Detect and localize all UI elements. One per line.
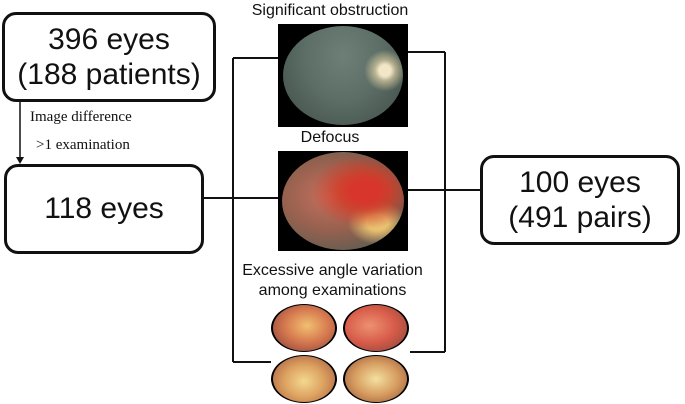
filter-note-examinations: >1 examination (36, 137, 130, 153)
initial-cohort-patients: (188 patients) (17, 58, 201, 91)
obstruction-fundus-image (278, 24, 408, 127)
defocus-fundus-image (278, 151, 408, 251)
initial-cohort-eyes: 396 eyes (48, 22, 170, 56)
down-arrow-head (16, 157, 24, 164)
filtered-cohort-box: 118 eyes (4, 164, 204, 254)
obstruction-fundus-disc (283, 26, 403, 125)
filtered-cohort-eyes: 118 eyes (44, 192, 164, 226)
obstruction-caption: Significant obstruction (251, 2, 409, 19)
initial-cohort-box: 396 eyes (188 patients) (2, 12, 216, 102)
final-dataset-pairs: (491 pairs) (508, 201, 652, 234)
final-dataset-eyes: 100 eyes (519, 165, 641, 199)
final-dataset-box: 100 eyes (491 pairs) (480, 155, 680, 245)
angle-fundus-image-2 (343, 304, 409, 352)
defocus-caption: Defocus (300, 129, 360, 146)
angle-variation-caption-line1: Excessive angle variation (242, 262, 423, 279)
angle-variation-caption-line2: among examinations (258, 282, 407, 299)
angle-variation-fundus-grid (271, 303, 410, 404)
angle-fundus-image-4 (343, 355, 409, 403)
filter-note-image-difference: Image difference (30, 109, 132, 125)
angle-fundus-image-3 (271, 355, 337, 403)
angle-variation-caption: Excessive angle variation among examinat… (225, 261, 440, 301)
angle-fundus-image-1 (271, 304, 337, 352)
defocus-fundus-disc (282, 152, 404, 250)
